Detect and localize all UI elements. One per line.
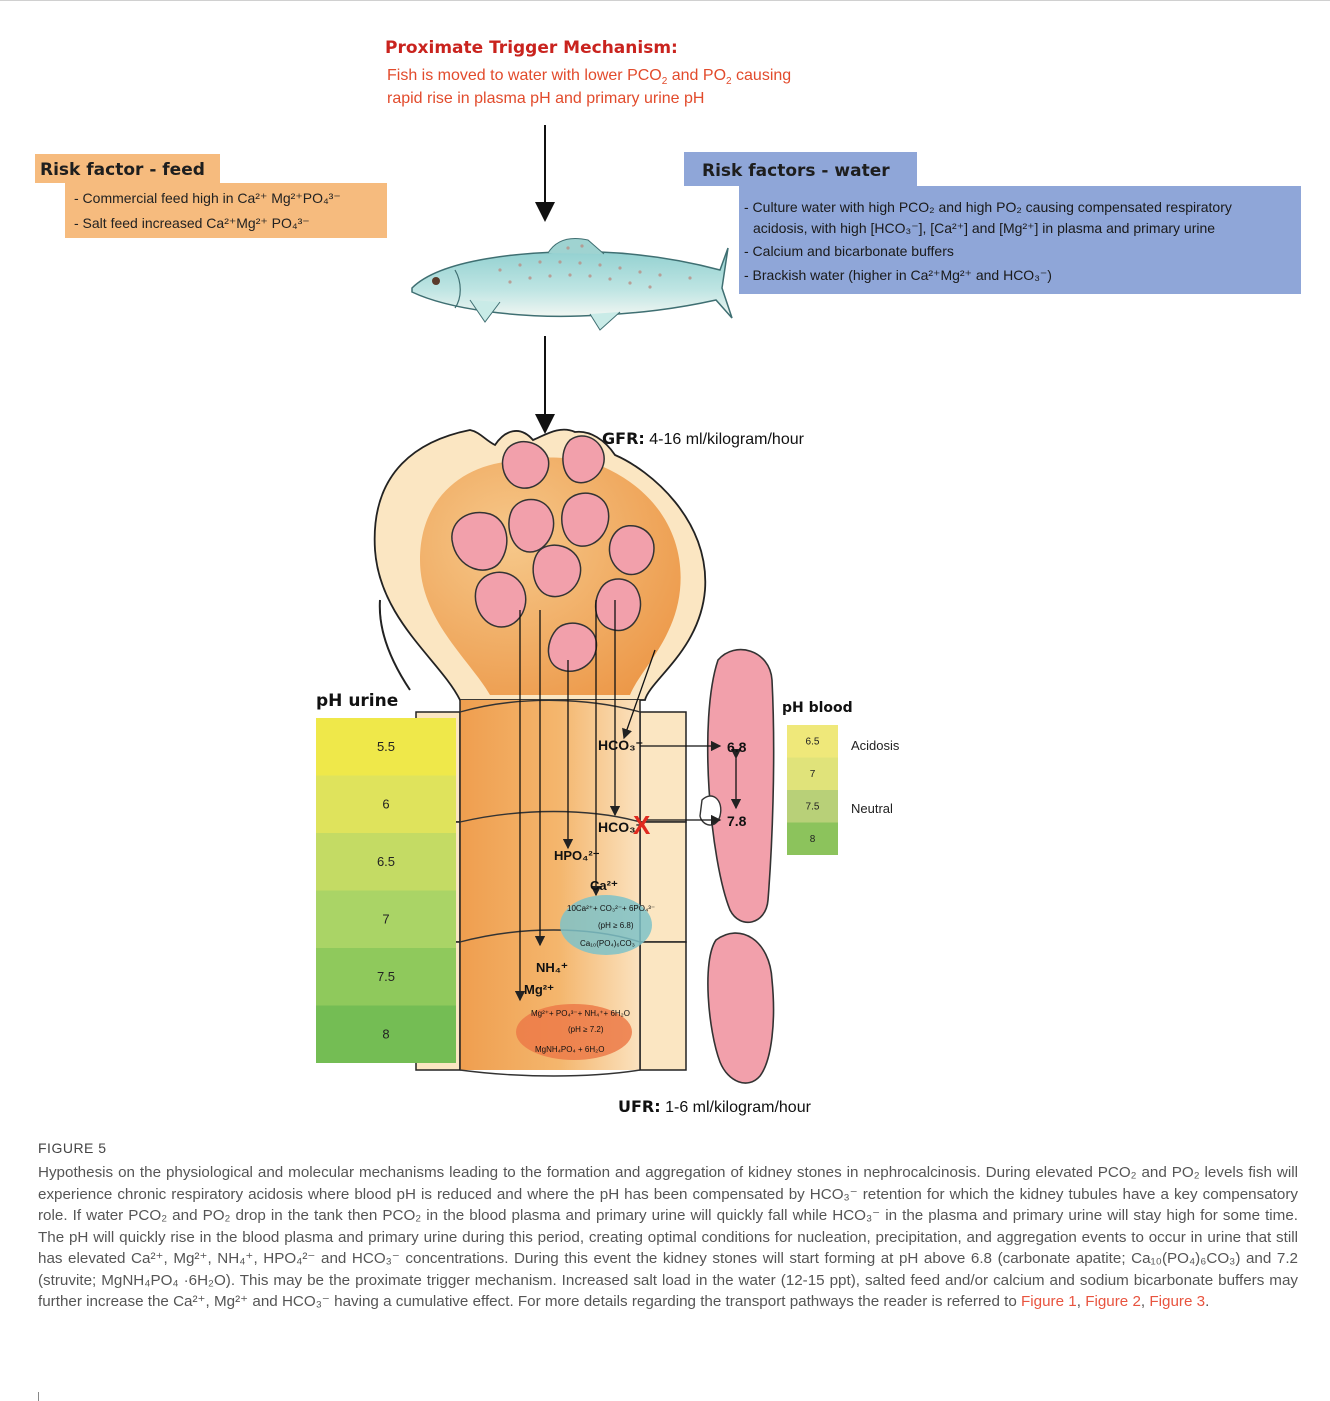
struvite-ph: (pH ≥ 7.2) [568,1025,604,1034]
trigger-line1: Fish is moved to water with lower PCO2 a… [387,67,791,87]
ph-blood-label: 7 [810,769,816,780]
link-figure-3[interactable]: Figure 3 [1149,1293,1205,1310]
water-item-1a: - Culture water with high PCO₂ and high … [744,199,1232,215]
ph-urine-title: pH urine [316,691,398,711]
ph-blood-label: 6.5 [806,737,820,748]
fish-illustration [412,239,732,330]
ph-urine-scale: 5.5 6 6.5 7 7.5 8 [316,718,456,1063]
hpo4-label: HPO₄²⁻ [554,848,600,863]
ca-label: Ca²⁺ [590,878,618,893]
apatite-eq: 10Ca²⁺+ CO₃²⁻+ 6PO₄³⁻ [567,904,655,913]
bottom-rule [38,1392,39,1401]
struvite-eq: Mg²⁺+ PO₄³⁻+ NH₄⁺+ 6H₂O [531,1009,630,1018]
nh4-label: NH₄⁺ [536,960,568,975]
figure-caption: FIGURE 5 Hypothesis on the physiological… [38,1140,1298,1313]
feed-title: Risk factor - feed [40,160,205,180]
ph-blood-title: pH blood [782,700,853,716]
ph-urine-label: 6.5 [377,854,395,869]
water-title: Risk factors - water [702,161,890,181]
link-figure-2[interactable]: Figure 2 [1085,1293,1141,1310]
caption-end: . [1205,1293,1209,1310]
ph-blood-label: 8 [810,834,816,845]
feed-item-1: - Commercial feed high in Ca²⁺ Mg²⁺PO₄³⁻ [74,190,341,206]
hco3-label-1: HCO₃⁻ [598,737,643,753]
water-item-1b: acidosis, with high [HCO₃⁻], [Ca²⁺] and … [753,220,1215,236]
ph-urine-label: 7.5 [377,969,395,984]
acidosis-label: Acidosis [851,738,900,753]
nephrocalcinosis-diagram: Proximate Trigger Mechanism: Fish is mov… [0,0,1330,1130]
ph-urine-label: 7 [382,912,389,927]
ph-blood-scale: 6.5 7 7.5 8 [787,725,838,855]
apatite-ph: (pH ≥ 6.8) [598,921,634,930]
trigger-title: Proximate Trigger Mechanism: [385,38,678,58]
ph-urine-label: 5.5 [377,739,395,754]
struvite-product: MgNH₄PO₄ + 6H₂O [535,1045,604,1054]
water-item-2: - Calcium and bicarbonate buffers [744,243,954,259]
ph-urine-label: 8 [382,1027,389,1042]
trigger-line2: rapid rise in plasma pH and primary urin… [387,90,704,107]
ph-blood-label: 7.5 [806,802,820,813]
gfr-label: GFR: 4-16 ml/kilogram/hour [602,429,805,448]
figure-text: Hypothesis on the physiological and mole… [38,1162,1298,1313]
ph-urine-label: 6 [382,797,389,812]
caption-body: Hypothesis on the physiological and mole… [38,1164,1298,1310]
feed-item-2: - Salt feed increased Ca²⁺Mg²⁺ PO₄³⁻ [74,215,310,231]
link-figure-1[interactable]: Figure 1 [1021,1293,1077,1310]
ufr-label: UFR: 1-6 ml/kilogram/hour [618,1097,812,1116]
blocked-x-icon: X [633,810,651,840]
neutral-label: Neutral [851,801,893,816]
mg-label: Mg²⁺ [524,982,554,997]
caption-sep-1: , [1077,1293,1085,1310]
blood-ph-6-8: 6.8 [727,739,747,755]
water-item-3: - Brackish water (higher in Ca²⁺Mg²⁺ and… [744,267,1052,283]
blood-vessels [700,650,774,1083]
figure-label: FIGURE 5 [38,1140,1298,1156]
apatite-product: Ca₁₀(PO₄)₆CO₃ [580,939,635,948]
blood-ph-7-8: 7.8 [727,813,747,829]
